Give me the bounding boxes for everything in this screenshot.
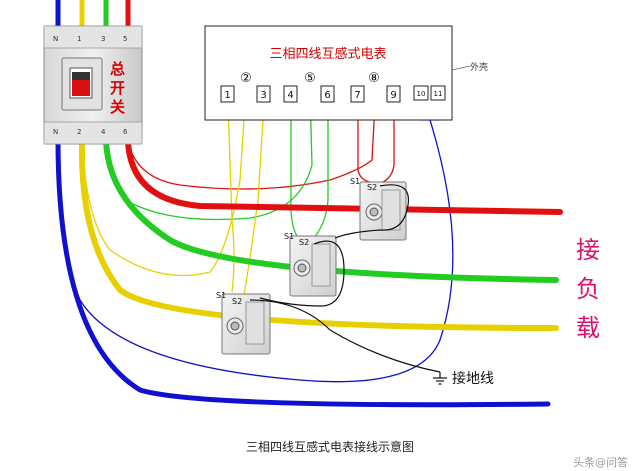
meter-title: 三相四线互感式电表	[269, 46, 386, 62]
meter-terminal-label: 6	[324, 90, 330, 101]
meter-terminal-label: 9	[390, 90, 396, 101]
ground-wire-ct-c	[334, 184, 410, 239]
breaker-bottom-terminal: 6	[123, 128, 128, 136]
ct-s1-label: S1	[350, 177, 360, 186]
meter-terminal	[413, 85, 429, 101]
load-label-char: 载	[576, 314, 600, 342]
meter-terminal-label: 4	[287, 90, 293, 101]
breaker-bottom-terminal: 4	[101, 128, 106, 136]
current-transformer-c: S1 S2	[350, 177, 407, 241]
meter-terminal-label: ⑤	[304, 71, 316, 86]
meter-3-wire	[243, 103, 265, 296]
breaker-label-char: 开	[110, 79, 125, 97]
meter-6-wire	[311, 104, 329, 241]
meter-terminal-label: ②	[240, 71, 252, 86]
diagram-caption: 三相四线互感式电表接线示意图	[246, 439, 414, 454]
meter-terminal	[220, 85, 235, 103]
meter-1-wire	[227, 103, 235, 293]
meter-terminal-label: 10	[417, 90, 426, 98]
phase-c-power-wire	[125, 137, 563, 215]
main-breaker: N 1 3 5 N 2 4 6 总 开 关	[43, 25, 143, 145]
meter-terminal	[256, 85, 271, 103]
breaker-top-terminal: 1	[77, 35, 81, 43]
breaker-label-char: 关	[110, 98, 125, 116]
meter-terminal	[386, 85, 401, 103]
phase-b-power-wire	[103, 137, 559, 283]
meter-terminal-label: 1	[224, 90, 230, 101]
ground-label: 接地线	[452, 370, 494, 387]
energy-meter: 三相四线互感式电表 外壳 1 ② 3 4 ⑤ 6 7 ⑧ 9 10 11	[204, 25, 488, 121]
current-transformer-b: S1 S2	[284, 232, 337, 297]
meter-terminal-label: 3	[260, 90, 266, 101]
meter-terminal-label: 11	[434, 90, 443, 98]
breaker-bottom-terminal: 2	[77, 128, 81, 136]
meter-terminal	[283, 85, 298, 103]
breaker-top-terminal: 3	[101, 35, 105, 43]
breaker-top-terminal: N	[53, 35, 58, 43]
neutral-power-wire	[55, 137, 551, 408]
meter-7-wire	[357, 102, 371, 183]
load-label-char: 负	[576, 275, 600, 303]
meter-2-voltage-wire	[81, 89, 247, 277]
meter-terminal	[430, 85, 446, 101]
breaker-bottom-terminal: N	[53, 128, 58, 136]
load-label-char: 接	[576, 236, 600, 264]
casing-label: 外壳	[470, 61, 488, 73]
ct-s1-label: S1	[216, 291, 226, 300]
casing-leader	[451, 65, 471, 71]
meter-4-wire	[290, 104, 299, 239]
meter-terminal	[320, 85, 335, 103]
meter-terminal-label: 7	[354, 90, 360, 101]
breaker-label-char: 总	[110, 60, 125, 78]
breaker-top-terminal: 5	[123, 35, 127, 43]
meter-8-voltage-wire	[127, 103, 376, 190]
phase-a-power-wire	[78, 137, 559, 331]
meter-terminal-label: ⑧	[368, 71, 380, 86]
watermark: 头条@问答	[573, 455, 628, 469]
ground-wire-ct-b	[259, 240, 345, 307]
ct-s2-label: S2	[299, 238, 309, 247]
ct-s2-label: S2	[232, 297, 242, 306]
meter-terminal	[350, 85, 365, 103]
ct-s1-label: S1	[284, 232, 294, 241]
current-transformer-a: S1 S2	[216, 291, 271, 355]
ct-s2-label: S2	[367, 183, 377, 192]
ground-wire-ct-a	[249, 299, 441, 373]
